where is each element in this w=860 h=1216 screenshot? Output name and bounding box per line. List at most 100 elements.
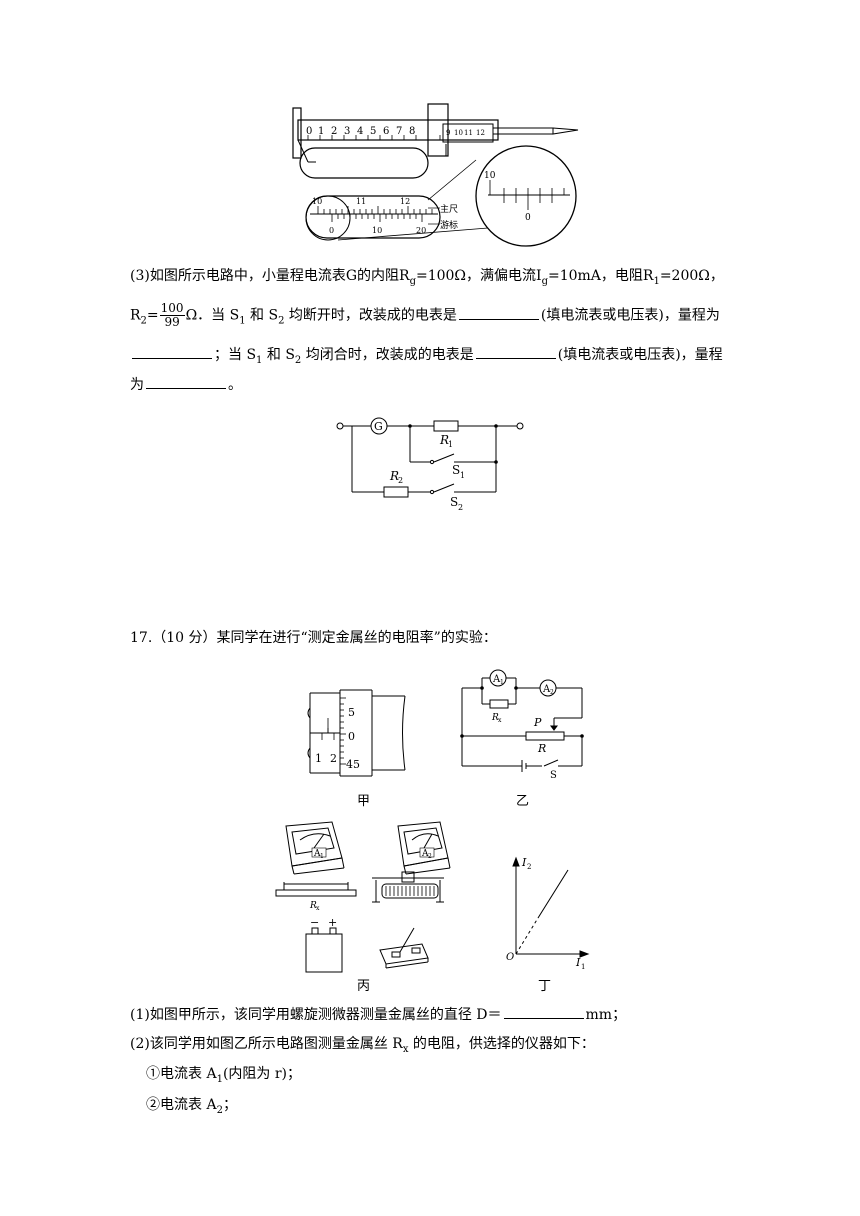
q17-line2: (2)该同学用如图乙所示电路图测量金属丝 Rx 的电阻，供选择的仪器如下： <box>130 1034 595 1060</box>
bing-minus: − <box>310 916 319 929</box>
bing-a1-sub: 1 <box>320 853 324 860</box>
yi-a1-sub: 1 <box>500 679 504 686</box>
ding-y-sub: 2 <box>527 863 531 871</box>
main-digit-6: 6 <box>383 126 389 137</box>
sub-2-b: 2 <box>278 315 285 327</box>
yi-rx: R <box>491 713 499 723</box>
apparatus-figure-bing: A 1 A 2 R x − + <box>275 821 451 973</box>
answer-blank-2[interactable] <box>132 344 212 359</box>
q16-3-text12: 。 <box>228 377 242 393</box>
junction-dot <box>408 424 412 428</box>
ding-o: O <box>506 952 514 963</box>
s2-label: S <box>450 495 458 509</box>
sub-x: x <box>402 1043 409 1055</box>
sub-2: 2 <box>140 315 147 327</box>
circuit-diagram-yi: A 1 A 2 R x P R S <box>460 669 584 778</box>
q17-line1-b: mm； <box>585 1007 627 1023</box>
tail-digit-12: 12 <box>476 129 485 137</box>
yi-a2: A <box>542 684 551 695</box>
tail-digit-10: 10 <box>454 129 463 137</box>
caption-yi: 乙 <box>516 794 530 809</box>
main-digit-5: 5 <box>370 126 376 137</box>
vernier-caliper-figure: 0 1 2 3 4 5 6 7 8 9 10 11 12 1 <box>292 103 579 247</box>
ding-x: I <box>575 956 581 969</box>
main-digit-2: 2 <box>331 126 337 137</box>
micro-2: 2 <box>330 752 337 765</box>
micro-5: 5 <box>348 706 355 719</box>
sub-2-c: 2 <box>294 354 302 366</box>
r2-unit: Ω．当 S <box>185 307 240 324</box>
main-digit-1: 1 <box>318 126 324 137</box>
q16-3-text7: (填电流表或电压表)，量程为 <box>540 307 720 324</box>
q16-3-text10: (填电流表或电压表)，量程 <box>557 347 723 363</box>
q16-3-text11: 为 <box>130 377 144 393</box>
sub-g-2: g <box>541 275 548 287</box>
sub-1-b: 1 <box>239 315 246 327</box>
label-main-scale: 主尺 <box>440 203 458 215</box>
s1-label: S <box>452 463 460 477</box>
zoom-main-11: 11 <box>356 197 366 206</box>
q16-3-text3: =10mA，电阻R <box>547 268 654 284</box>
circle-main-10: 10 <box>484 171 496 181</box>
q16-3-text1: (3)如图所示电路中，小量程电流表G的内阻R <box>130 268 410 284</box>
junction-dot <box>494 424 498 428</box>
zoom-main-12: 12 <box>400 197 410 206</box>
r2-sub: 2 <box>398 476 403 485</box>
frac-num: 100 <box>159 301 185 316</box>
r2-eq: = <box>146 307 159 324</box>
r1-sub: 1 <box>448 440 453 449</box>
bing-rx: R <box>309 901 317 911</box>
graph-ding: I 2 I 1 O <box>506 856 590 969</box>
q16-3-line4: 为。 <box>130 374 242 395</box>
micro-1: 1 <box>315 752 322 765</box>
ding-x-sub: 1 <box>581 963 585 969</box>
q17-line1: (1)如图甲所示，该同学用螺旋测微器测量金属丝的直径 D＝ mm； <box>130 1004 626 1025</box>
q17-line2-b: 的电阻，供选择的仪器如下： <box>408 1036 595 1052</box>
micro-45: 45 <box>346 758 360 771</box>
r2-prefix: R <box>130 307 141 324</box>
answer-blank-3[interactable] <box>475 344 556 359</box>
zoom-vernier-0: 0 <box>329 226 334 235</box>
micrometer-figure: 5 0 45 1 2 <box>307 689 406 777</box>
yi-s: S <box>550 770 557 778</box>
sub-1-c: 1 <box>256 354 263 366</box>
s1-sub: 1 <box>460 471 465 480</box>
caption-bing: 丙 <box>357 979 371 994</box>
answer-blank-4[interactable] <box>146 374 226 389</box>
sub-2-d: 2 <box>216 1104 223 1116</box>
q17-title: 17.（10 分）某同学在进行“测定金属丝的电阻率”的实验： <box>130 630 497 646</box>
yi-p: P <box>533 716 542 729</box>
yi-a2-sub: 2 <box>550 689 554 696</box>
q16-3-text6: 均断开时，改装成的电表是 <box>284 307 457 324</box>
q16-3-text5: 和 S <box>245 307 279 324</box>
sub-1-d: 1 <box>216 1073 223 1085</box>
answer-blank-1[interactable] <box>458 305 539 320</box>
yi-a1: A <box>492 674 501 685</box>
yi-r: R <box>537 742 546 755</box>
galvanometer-label: G <box>374 420 383 433</box>
main-digit-4: 4 <box>357 126 363 137</box>
yi-rx-sub: x <box>498 717 502 724</box>
bing-rx-sub: x <box>316 905 320 912</box>
micro-0: 0 <box>348 730 355 743</box>
main-digit-0: 0 <box>306 126 312 137</box>
q17-item2-b: ； <box>222 1097 237 1113</box>
q17-line1-a: (1)如图甲所示，该同学用螺旋测微器测量金属丝的直径 D＝ <box>130 1007 502 1023</box>
zoom-vernier-20: 20 <box>416 226 426 235</box>
q16-3-line3: ；当 S1 和 S2 均闭合时，改装成的电表是(填电流表或电压表)，量程 <box>130 344 723 371</box>
r2-label: R <box>389 469 399 483</box>
q16-3-text2: =100Ω，满偏电流I <box>415 268 542 284</box>
bing-a2: A <box>421 849 429 859</box>
q17-item2: ②电流表 A2； <box>146 1095 237 1121</box>
zoom-vernier-10: 10 <box>372 226 382 235</box>
bing-a2-sub: 2 <box>428 853 432 860</box>
caption-ding: 丁 <box>538 979 552 994</box>
q16-3-line1: (3)如图所示电路中，小量程电流表G的内阻Rg=100Ω，满偏电流Ig=10mA… <box>130 266 724 292</box>
junction-dot <box>494 460 498 464</box>
sub-g: g <box>409 275 416 287</box>
main-digit-8: 8 <box>409 126 415 137</box>
s2-sub: 2 <box>458 503 463 512</box>
answer-blank-diameter[interactable] <box>503 1004 584 1019</box>
